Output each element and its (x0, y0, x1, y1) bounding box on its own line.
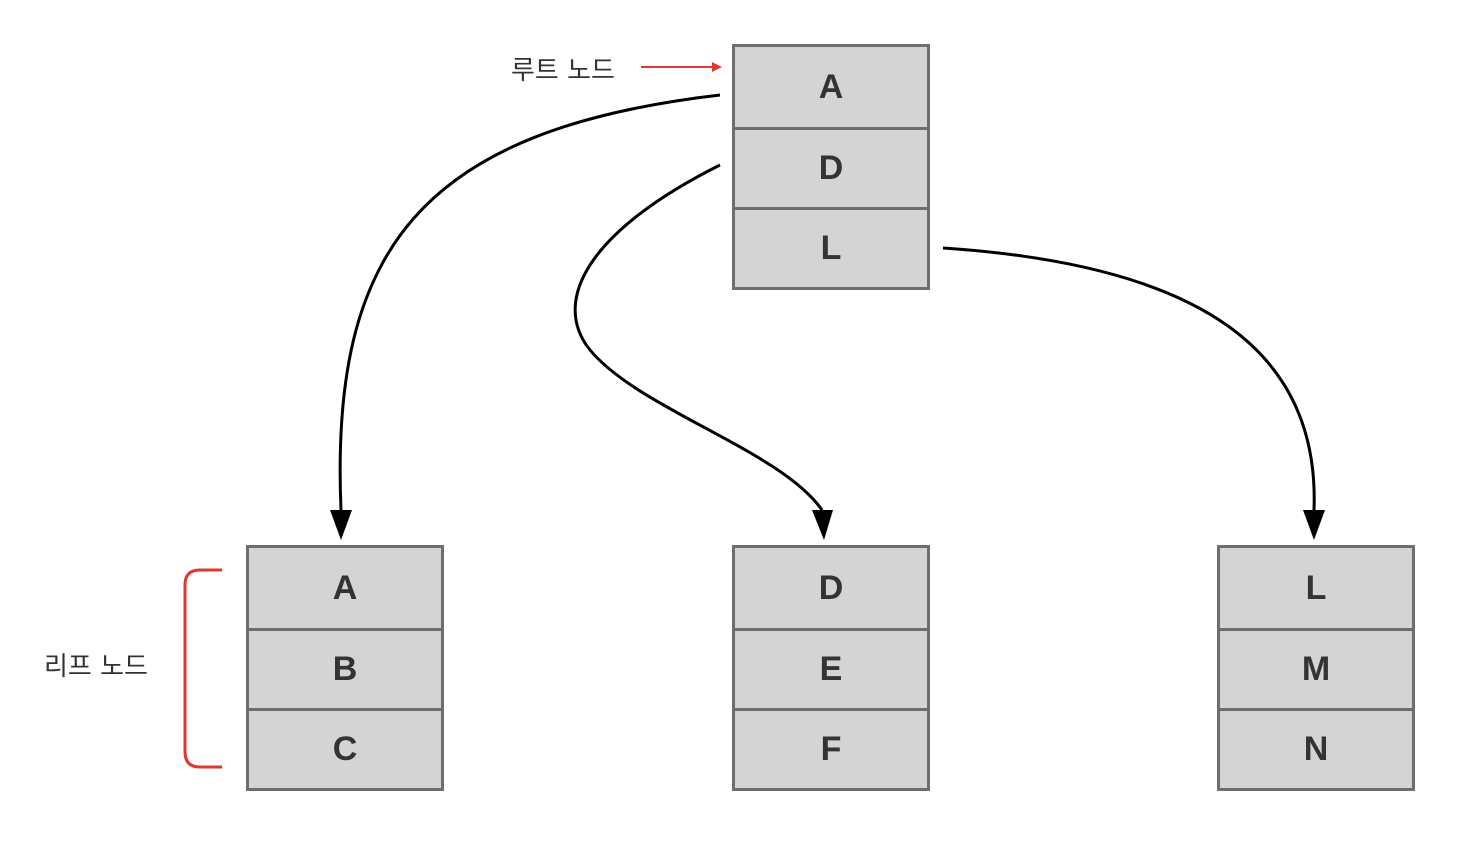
leaf-key-cell: N (1220, 708, 1412, 788)
root-key-cell: L (735, 207, 927, 287)
root-node: A D L (732, 44, 930, 290)
root-key-cell: D (735, 127, 927, 207)
leaf-key-cell: B (249, 628, 441, 708)
leaf-node-abc: A B C (246, 545, 444, 791)
leaf-node-lmn: L M N (1217, 545, 1415, 791)
leaf-key-cell: C (249, 708, 441, 788)
edge-root-a-to-leaf-abc (338, 93, 721, 511)
leaf-bracket (183, 568, 222, 769)
edge-root-l-to-leaf-lmn (942, 246, 1316, 511)
leaf-key-cell: D (818, 568, 844, 607)
leaf-key-cell: E (735, 628, 927, 708)
leaf-key-cell: F (735, 708, 927, 788)
leaf-key-cell: L (1305, 568, 1327, 607)
root-pointer-arrowhead (712, 62, 722, 72)
leaf-key-cell: A (332, 568, 358, 607)
arrowhead-leaf-lmn (1303, 510, 1325, 540)
edge-root-d-to-leaf-def (573, 163, 824, 511)
arrowhead-leaf-abc (330, 510, 352, 540)
leaf-node-def: D E F (732, 545, 930, 791)
leaf-node-label: 리프 노드 (44, 652, 148, 682)
root-key-cell: A (818, 67, 844, 106)
leaf-key-cell: M (1220, 628, 1412, 708)
root-node-label: 루트 노드 (511, 56, 615, 86)
arrowhead-leaf-def (812, 510, 833, 540)
